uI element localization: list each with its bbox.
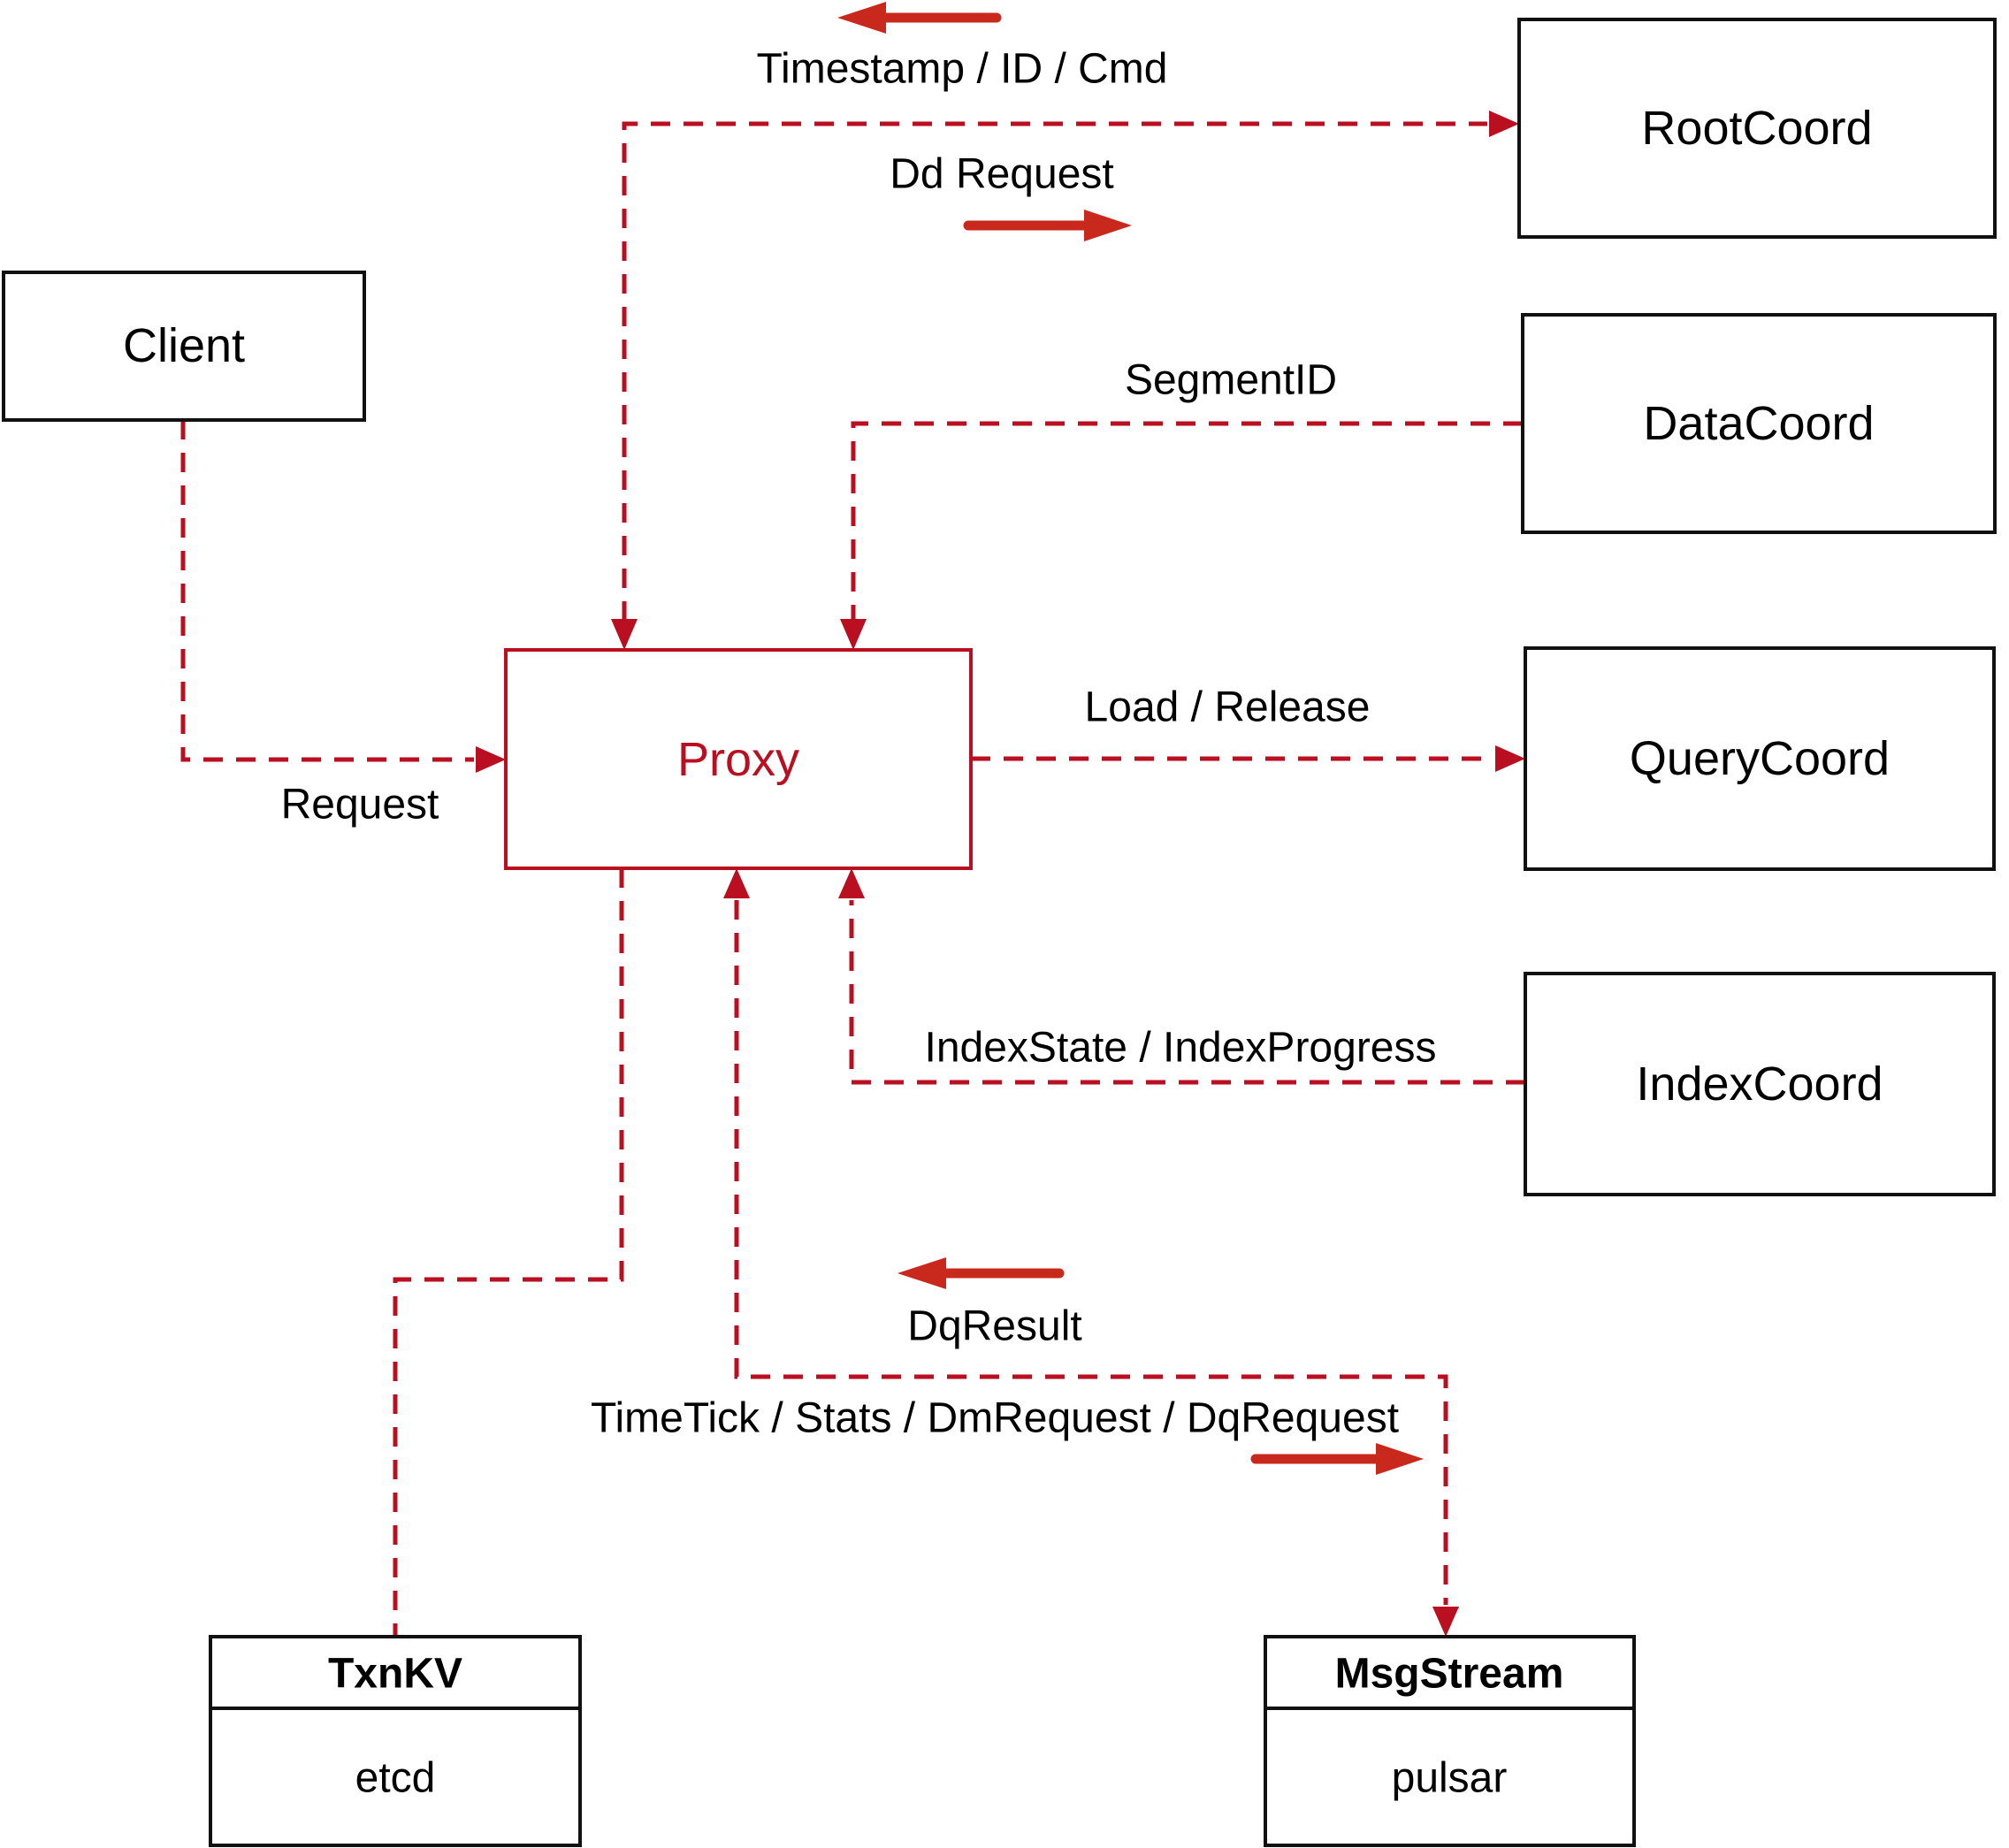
flow-arrow-proxy-to-msgstream xyxy=(1250,1443,1424,1475)
flow-arrow-proxy-to-rootcoord xyxy=(963,210,1132,241)
arrowhead-into-proxy-bottom-right xyxy=(838,868,865,898)
arrowhead-into-proxy-top-right xyxy=(840,619,867,650)
edge-proxy-txnkv xyxy=(393,868,624,1637)
left-arrow-icon xyxy=(898,1257,946,1289)
edge-label-dqresult: DqResult xyxy=(907,1303,1081,1350)
node-client: Client xyxy=(2,271,366,422)
edge-indexcoord-proxy xyxy=(838,868,1525,1085)
arrowhead-into-msgstream xyxy=(1432,1607,1459,1637)
edge-proxy-querycoord xyxy=(971,745,1525,772)
client-label: Client xyxy=(123,319,245,372)
edge-label-indexstate-indexprogress: IndexState / IndexProgress xyxy=(925,1025,1437,1072)
arrowhead-into-querycoord xyxy=(1495,745,1525,772)
node-indexcoord: IndexCoord xyxy=(1524,972,1996,1196)
node-datacoord: DataCoord xyxy=(1521,313,1997,534)
edge-datacoord-proxy xyxy=(840,421,1523,650)
arrowhead-into-proxy-top-left xyxy=(611,619,638,650)
edge-label-request: Request xyxy=(281,782,439,829)
arrowhead-into-proxy-bottom-left xyxy=(723,868,750,898)
edge-label-timestamp-id-cmd: Timestamp / ID / Cmd xyxy=(757,46,1168,93)
rootcoord-label: RootCoord xyxy=(1641,102,1872,155)
right-arrow-icon xyxy=(1376,1443,1424,1475)
flow-arrow-rootcoord-to-proxy xyxy=(837,2,1002,34)
querycoord-label: QueryCoord xyxy=(1630,732,1890,785)
edge-label-segmentid: SegmentID xyxy=(1125,357,1337,404)
node-txnkv: TxnKV etcd xyxy=(209,1635,582,1847)
edge-label-dd-request: Dd Request xyxy=(890,151,1113,198)
edge-proxy-msgstream xyxy=(723,868,1459,1637)
txnkv-title: TxnKV xyxy=(328,1651,462,1698)
datacoord-label: DataCoord xyxy=(1643,397,1874,450)
left-arrow-icon xyxy=(837,2,886,34)
arrowhead-into-proxy-left xyxy=(476,746,506,773)
msgstream-impl: pulsar xyxy=(1392,1755,1508,1802)
txnkv-impl: etcd xyxy=(355,1755,436,1802)
node-proxy: Proxy xyxy=(504,648,973,870)
edge-client-proxy xyxy=(180,420,506,773)
proxy-label: Proxy xyxy=(677,733,799,786)
arrowhead-into-rootcoord xyxy=(1489,111,1519,137)
node-querycoord: QueryCoord xyxy=(1524,646,1996,871)
edge-label-timetick-stats-dmrequest-dqrequest: TimeTick / Stats / DmRequest / DqRequest xyxy=(591,1395,1399,1442)
right-arrow-icon xyxy=(1084,210,1132,241)
flow-arrow-msgstream-to-proxy xyxy=(898,1257,1065,1289)
indexcoord-label: IndexCoord xyxy=(1636,1058,1883,1111)
node-msgstream: MsgStream pulsar xyxy=(1264,1635,1636,1847)
edge-label-load-release: Load / Release xyxy=(1085,684,1371,731)
msgstream-title: MsgStream xyxy=(1335,1651,1564,1698)
node-rootcoord: RootCoord xyxy=(1517,18,1997,239)
edge-proxy-rootcoord xyxy=(611,111,1519,650)
